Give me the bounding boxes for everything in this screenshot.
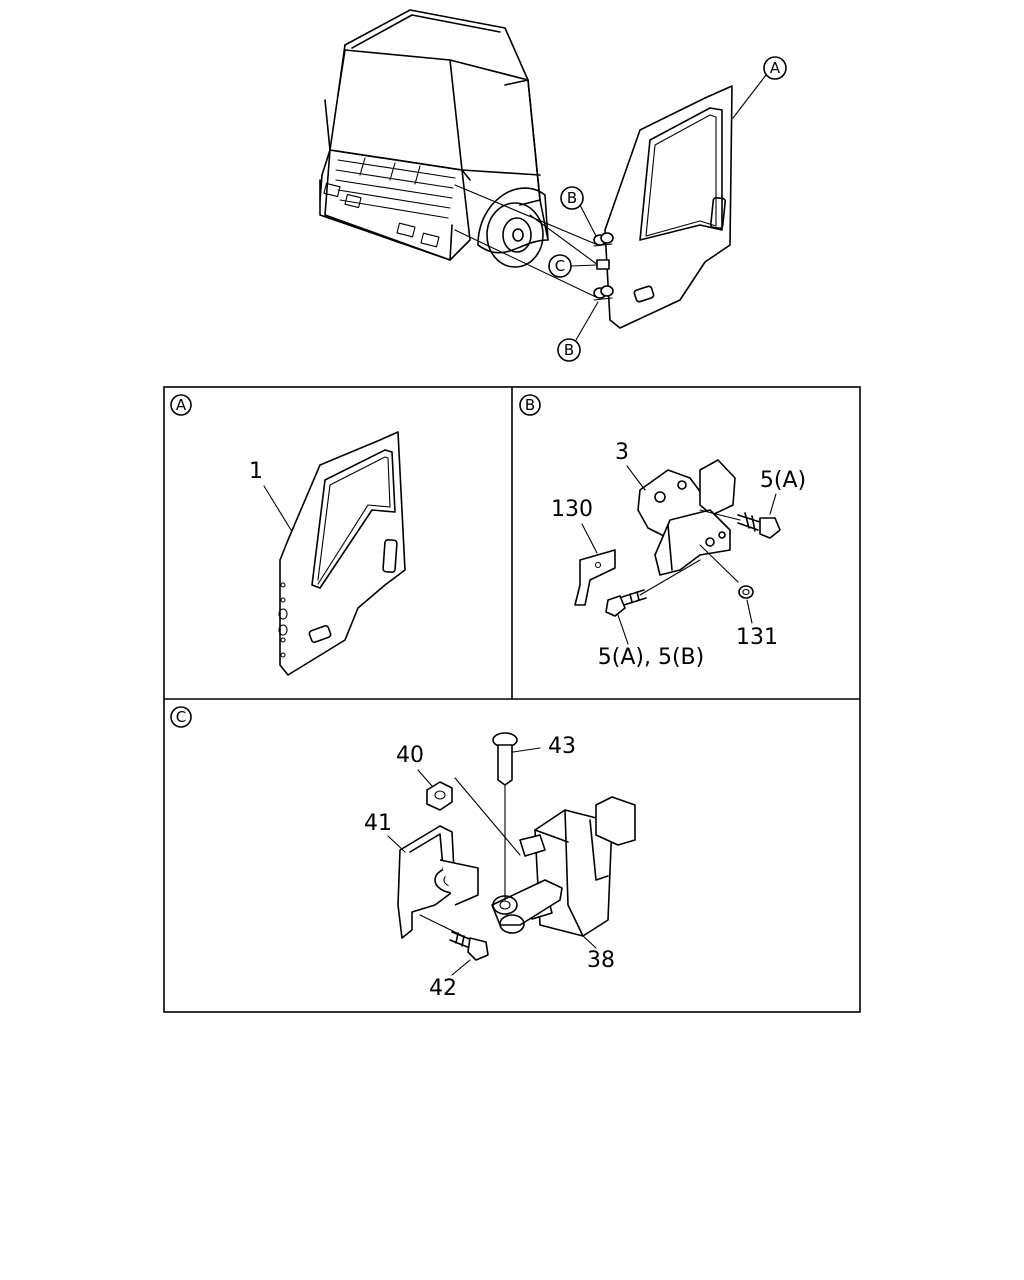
door-panel-drawing bbox=[278, 431, 406, 676]
callout-a-overview: A bbox=[732, 56, 787, 119]
svg-text:130: 130 bbox=[551, 497, 593, 522]
callout-b-bottom-overview: B bbox=[557, 301, 599, 362]
hinge-bottom bbox=[593, 285, 614, 301]
part-43-callout: 43 bbox=[512, 734, 576, 759]
nut-40-drawing bbox=[426, 777, 521, 856]
part-5a5b-callout: 5(A), 5(B) bbox=[598, 614, 704, 670]
hinge-top bbox=[593, 232, 614, 247]
panel-c-tag: C bbox=[170, 706, 192, 728]
hinge-leader-lines bbox=[454, 184, 599, 299]
svg-text:131: 131 bbox=[736, 625, 778, 650]
panel-b: B bbox=[519, 394, 806, 670]
panel-c: C bbox=[170, 706, 636, 1001]
part-1-callout: 1 bbox=[249, 459, 292, 531]
svg-text:C: C bbox=[555, 257, 565, 275]
part-131-callout: 131 bbox=[736, 599, 778, 650]
svg-text:38: 38 bbox=[587, 948, 615, 973]
svg-text:B: B bbox=[525, 396, 535, 414]
washer-131-drawing bbox=[699, 544, 754, 599]
hinge-drawing bbox=[637, 459, 736, 576]
truck-cab-drawing bbox=[319, 9, 549, 268]
panel-a-tag: A bbox=[170, 394, 192, 416]
pin-43-drawing bbox=[492, 732, 518, 901]
svg-text:40: 40 bbox=[396, 743, 424, 768]
svg-text:3: 3 bbox=[615, 440, 629, 465]
svg-text:5(A), 5(B): 5(A), 5(B) bbox=[598, 645, 704, 670]
door-overview-drawing bbox=[593, 85, 733, 329]
bolt-5a-drawing bbox=[699, 509, 781, 539]
svg-text:1: 1 bbox=[249, 459, 263, 484]
svg-text:41: 41 bbox=[364, 811, 392, 836]
bolt-42-drawing bbox=[419, 914, 489, 961]
svg-text:5(A): 5(A) bbox=[760, 468, 806, 493]
panel-b-tag: B bbox=[519, 394, 541, 416]
shim-130-drawing bbox=[574, 549, 616, 606]
svg-text:A: A bbox=[770, 59, 781, 77]
part-38-callout: 38 bbox=[581, 934, 615, 973]
svg-text:43: 43 bbox=[548, 734, 576, 759]
part-40-callout: 40 bbox=[396, 743, 433, 787]
bolt-5a5b-drawing bbox=[605, 559, 701, 617]
svg-text:B: B bbox=[564, 341, 574, 359]
panel-a: A 1 bbox=[170, 394, 406, 676]
panel-frames bbox=[163, 386, 861, 1013]
bracket-41-drawing bbox=[397, 825, 479, 939]
part-42-callout: 42 bbox=[429, 959, 471, 1001]
callout-b-top-overview: B bbox=[560, 186, 597, 237]
door-check bbox=[596, 259, 610, 270]
part-5a-callout: 5(A) bbox=[760, 468, 806, 515]
callout-c-overview: C bbox=[548, 254, 598, 278]
part-41-callout: 41 bbox=[364, 811, 406, 853]
svg-text:A: A bbox=[176, 396, 187, 414]
part-3-callout: 3 bbox=[615, 440, 646, 491]
svg-text:42: 42 bbox=[429, 976, 457, 1001]
svg-text:B: B bbox=[567, 189, 577, 207]
svg-text:C: C bbox=[176, 708, 186, 726]
part-130-callout: 130 bbox=[551, 497, 598, 554]
